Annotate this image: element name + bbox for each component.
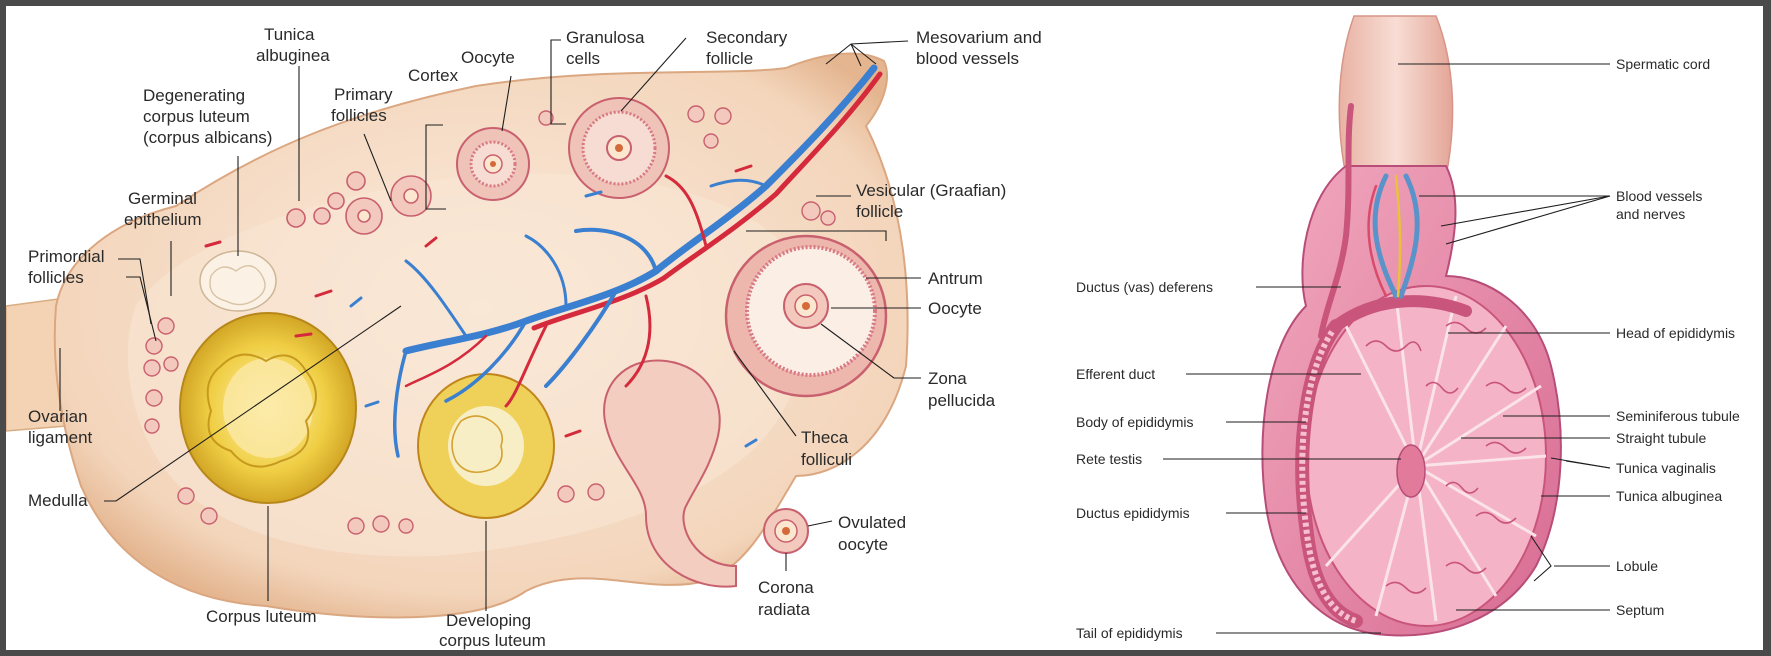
testis-interior-shape — [1306, 286, 1546, 626]
label-tail-epididymis: Tail of epididymis — [1076, 625, 1183, 641]
vesicular-follicle-shape — [726, 236, 886, 396]
label-zona-pellucida: Zonapellucida — [928, 369, 996, 410]
label-primary-follicles: Primaryfollicles — [331, 85, 393, 125]
label-ovulated-oocyte: Ovulatedoocyte — [838, 513, 906, 554]
label-rete-testis: Rete testis — [1076, 451, 1142, 467]
corpus-albicans-shape — [200, 251, 276, 311]
label-oocyte-right: Oocyte — [928, 299, 982, 318]
spermatic-cord-shape — [1339, 16, 1452, 176]
testis-illustration — [1262, 16, 1560, 635]
label-antrum: Antrum — [928, 269, 983, 288]
label-head-epididymis: Head of epididymis — [1616, 325, 1735, 341]
label-straight-tubule: Straight tubule — [1616, 430, 1706, 446]
label-mesovarium: Mesovarium andblood vessels — [916, 28, 1042, 68]
label-body-epididymis: Body of epididymis — [1076, 414, 1194, 430]
label-seminiferous-tubule: Seminiferous tubule — [1616, 408, 1740, 424]
label-spermatic-cord: Spermatic cord — [1616, 56, 1710, 72]
label-corpus-luteum: Corpus luteum — [206, 607, 317, 626]
label-tunica-albuginea: Tunicaalbuginea — [256, 25, 330, 65]
label-tunica-vaginalis: Tunica vaginalis — [1616, 460, 1716, 476]
ovary-illustration — [6, 53, 908, 617]
label-ductus-epididymis: Ductus epididymis — [1076, 505, 1190, 521]
label-tunica-albuginea-testis: Tunica albuginea — [1616, 488, 1722, 504]
growing-follicle-shape — [457, 128, 529, 200]
secondary-follicle-shape — [569, 98, 669, 198]
rete-testis-shape — [1397, 445, 1425, 497]
label-secondary-follicle: Secondaryfollicle — [706, 28, 788, 68]
label-septum: Septum — [1616, 602, 1664, 618]
label-medulla: Medulla — [28, 491, 88, 510]
label-corona-radiata: Coronaradiata — [758, 578, 814, 619]
label-developing-corpus-luteum: Developingcorpus luteum — [439, 611, 546, 650]
label-oocyte-top: Oocyte — [461, 48, 515, 67]
label-degenerating-corpus-luteum: Degeneratingcorpus luteum(corpus albican… — [143, 86, 272, 147]
label-cortex: Cortex — [408, 66, 459, 85]
developing-corpus-luteum-shape — [418, 374, 554, 518]
label-blood-vessels-nerves: Blood vesselsand nerves — [1616, 188, 1702, 222]
label-lobule: Lobule — [1616, 558, 1658, 574]
label-efferent-duct: Efferent duct — [1076, 366, 1155, 382]
label-granulosa-cells: Granulosacells — [566, 28, 645, 68]
figure-panel: Tunicaalbuginea Degeneratingcorpus luteu… — [6, 6, 1763, 650]
anatomy-diagram: Tunicaalbuginea Degeneratingcorpus luteu… — [6, 6, 1763, 650]
corpus-luteum-shape — [180, 313, 356, 503]
label-ductus-deferens: Ductus (vas) deferens — [1076, 279, 1213, 295]
